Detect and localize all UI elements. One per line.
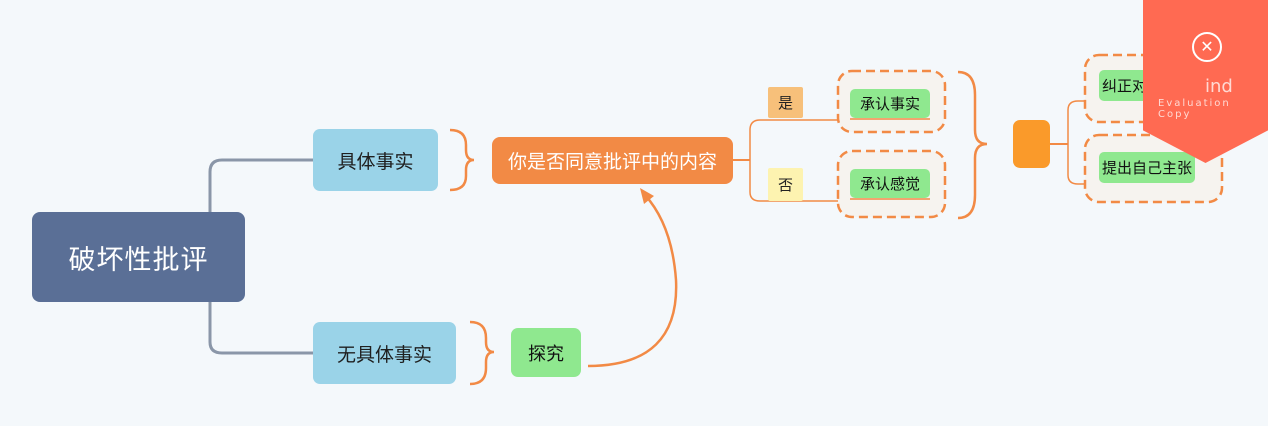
yes-no-trunk [749, 119, 850, 202]
topic-agree-question[interactable]: 你是否同意批评中的内容 [492, 137, 733, 184]
watermark-brand: ind [1205, 76, 1233, 97]
tag-no[interactable]: 否 [768, 168, 803, 201]
brace-admit [957, 70, 988, 220]
root-topic[interactable]: 破坏性批评 [32, 212, 245, 302]
brace-specific [449, 128, 475, 192]
evaluation-watermark [1143, 0, 1268, 163]
topic-specific-facts[interactable]: 具体事实 [313, 129, 438, 191]
topic-explore[interactable]: 探究 [511, 328, 581, 377]
watermark-edition: Evaluation Copy [1158, 98, 1231, 120]
explore-arrow [587, 194, 678, 368]
tag-yes[interactable]: 是 [768, 87, 803, 118]
explore-arrowhead [640, 188, 654, 204]
outcome-trunk [1067, 100, 1099, 185]
topic-admit-fact[interactable]: 承认事实 [850, 89, 930, 118]
root-connector-top [208, 158, 313, 212]
topic-no-specific-facts[interactable]: 无具体事实 [313, 322, 456, 384]
root-connector-bottom [208, 302, 313, 355]
xmind-logo-icon: ✕ [1192, 32, 1222, 62]
topic-admit-feeling[interactable]: 承认感觉 [850, 169, 930, 198]
brace-nonspecific [469, 320, 495, 386]
topic-blank[interactable] [1013, 120, 1050, 168]
topic-propose-own[interactable]: 提出自己主张 [1099, 152, 1195, 183]
